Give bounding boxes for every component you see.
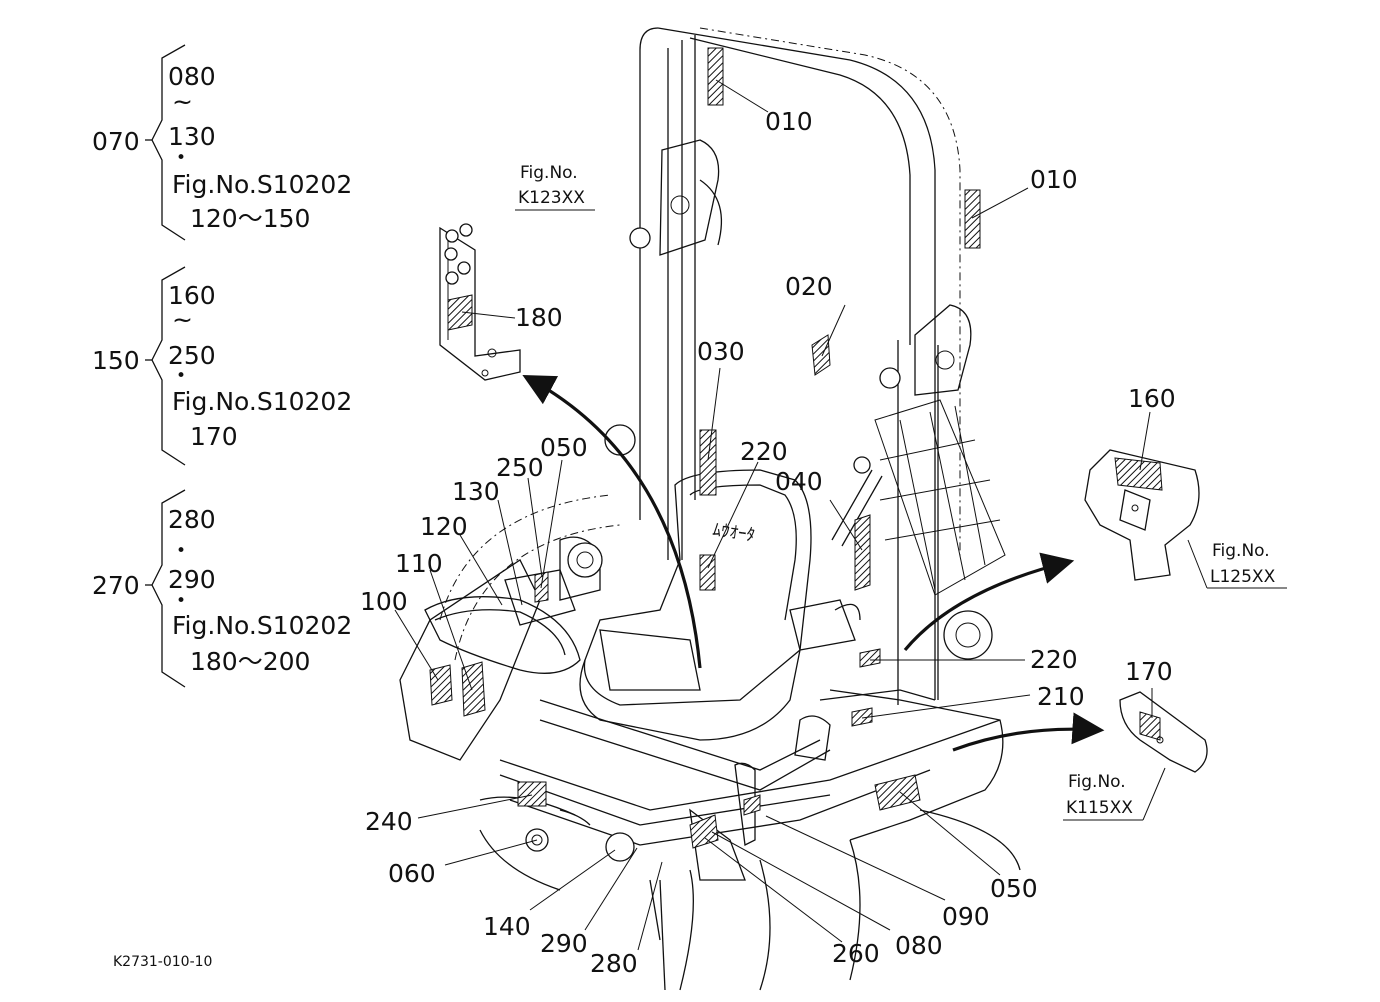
legend-fig-ref: Fig.No.S10202 [172,170,352,199]
legend-line: 130 [168,122,216,151]
legend-group-070: 070 080 ~ 130 • Fig.No.S10202 120～150 [92,44,352,241]
legend-line: ~ [172,305,193,334]
callout-030: 030 [697,337,745,366]
callout-210: 210 [1037,682,1085,711]
figref-k123-label: Fig.No. [520,163,578,183]
drawing-code: K2731-010-10 [113,954,212,970]
callout-160: 160 [1128,384,1176,413]
callout-060: 060 [388,859,436,888]
callout-100: 100 [360,587,408,616]
legend-line: • [176,541,186,561]
decal-240 [517,781,547,807]
callout-130: 130 [452,477,500,506]
detail-arrows [522,374,1105,752]
callout-280: 280 [590,949,638,978]
legend-line: 280 [168,505,216,534]
callout-110: 110 [395,549,443,578]
legend-group-270: 270 280 • 290 • Fig.No.S10202 180～200 [92,489,352,688]
legend-line: 170 [190,422,238,451]
callout-260: 260 [832,939,880,968]
legend-line: • [176,591,186,611]
seat: ﾑｳｵｰﾀ [539,469,861,791]
decals [429,47,981,849]
callout-240: 240 [365,807,413,836]
legend-group-150: 150 160 ~ 250 • Fig.No.S10202 170 [92,266,352,466]
callout-220-lower: 220 [1030,645,1078,674]
decal-260 [689,814,719,849]
decal-020 [811,334,831,376]
decal-210 [851,707,873,727]
rops-frame [604,27,1006,705]
callout-220-upper: 220 [740,437,788,466]
legend-line: 120～150 [190,204,310,233]
legend-main-070: 070 [92,127,140,156]
callout-170: 170 [1125,657,1173,686]
legend-fig-ref: Fig.No.S10202 [172,387,352,416]
figref-l125-label: Fig.No. [1212,541,1270,561]
legend-fig-ref: Fig.No.S10202 [172,611,352,640]
legend-line: • [176,366,186,386]
callout-050-fender: 050 [990,874,1038,903]
decal-090 [743,794,761,816]
figref-k115-label: Fig.No. [1068,772,1126,792]
callout-010-left: 010 [765,107,813,136]
gas-strut [831,456,883,547]
detail-k115xx: Fig.No. K115XX [1063,691,1208,821]
legend-main-270: 270 [92,571,140,600]
steering-area [399,494,621,761]
legend-main-150: 150 [92,346,140,375]
figref-k123-code: K123XX [518,188,585,208]
leader-lines [394,79,1153,951]
legend-line: ~ [172,87,193,116]
decal-110 [461,661,486,717]
callout-040: 040 [775,467,823,496]
decal-220-upper [699,554,716,591]
decal-010-left [707,47,724,106]
legend-line: 250 [168,341,216,370]
callout-250: 250 [496,453,544,482]
lower-body [479,689,1021,991]
decal-050-fender [874,774,921,811]
legend-line: 160 [168,281,216,310]
detail-k123xx: Fig.No. K123XX [439,163,595,381]
callout-080: 080 [895,931,943,960]
legend-line: 080 [168,62,216,91]
legend-line: • [176,148,186,168]
callout-140: 140 [483,912,531,941]
figref-l125-code: L125XX [1210,567,1276,587]
callout-labels: 010 010 020 030 040 050 050 060 080 090 … [360,107,1176,978]
detail-l125xx: Fig.No. L125XX [1084,449,1287,589]
decal-100 [429,664,453,706]
callout-090: 090 [942,902,990,931]
callout-120: 120 [420,512,468,541]
callout-290: 290 [540,929,588,958]
callout-050-dash: 050 [540,433,588,462]
seat-brand-mark: ﾑｳｵｰﾀ [711,520,756,546]
decal-220-lower [859,648,881,668]
decal-010-right [964,189,981,249]
decal-040 [854,514,871,591]
legend-line: 180～200 [190,647,310,676]
figref-k115-code: K115XX [1066,798,1133,818]
decal-030 [699,429,717,496]
callout-180: 180 [515,303,563,332]
callout-010-right: 010 [1030,165,1078,194]
legend-line: 290 [168,565,216,594]
callout-020: 020 [785,272,833,301]
